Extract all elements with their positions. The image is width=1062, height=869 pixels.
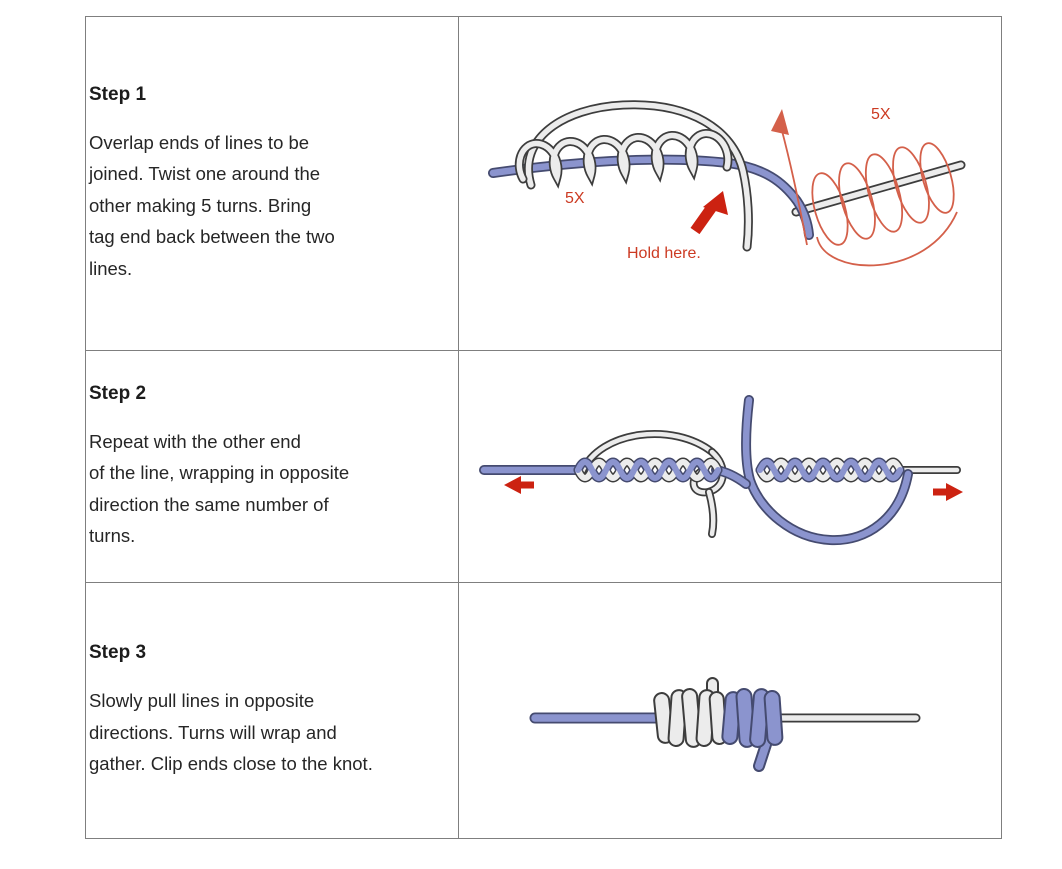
step2-image-cell (458, 350, 1002, 583)
twist-section-left (573, 457, 723, 482)
step3-image-cell (458, 582, 1002, 839)
pull-right-arrow-icon (933, 482, 963, 501)
step-row-2: Step 2 Repeat with the other end of the … (85, 350, 1002, 583)
step1-5x-left-label: 5X (565, 190, 585, 207)
step-row-3: Step 3 Slowly pull lines in opposite dir… (85, 582, 1002, 839)
step3-text-cell: Step 3 Slowly pull lines in opposite dir… (85, 582, 459, 839)
step-row-1: Step 1 Overlap ends of lines to be joine… (85, 16, 1002, 351)
step1-5x-right-label: 5X (871, 106, 891, 123)
direction-arrow-up-icon (771, 109, 808, 246)
step2-illustration (479, 394, 963, 545)
sketched-turns-icon (811, 142, 958, 267)
step1-illustration: 5X (488, 100, 966, 267)
gathered-coils-blue (721, 687, 784, 748)
step1-heading: Step 1 (89, 83, 147, 105)
gathered-coils-white (653, 687, 728, 748)
step3-body: Slowly pull lines in opposite directions… (89, 690, 373, 775)
knot-instructions-table: Step 1 Overlap ends of lines to be joine… (85, 16, 1002, 839)
step2-body: Repeat with the other end of the line, w… (89, 430, 350, 547)
main-line-blue (488, 154, 814, 240)
step1-text-cell: Step 1 Overlap ends of lines to be joine… (85, 16, 459, 351)
step3-heading: Step 3 (89, 642, 147, 664)
standing-line-gray (791, 160, 966, 217)
step1-image-cell: 5X (458, 16, 1002, 351)
wrapping-line-gray (514, 100, 753, 252)
step1-hold-here-label: Hold here. (627, 245, 701, 262)
step3-illustration (529, 676, 921, 772)
step2-text-cell: Step 2 Repeat with the other end of the … (85, 350, 459, 583)
pull-left-arrow-icon (504, 475, 534, 494)
step1-body: Overlap ends of lines to be joined. Twis… (89, 131, 335, 279)
step2-heading: Step 2 (89, 382, 147, 404)
white-rope-loop (578, 429, 727, 538)
twist-section-right (755, 457, 905, 482)
hold-here-arrow-icon (690, 191, 728, 235)
